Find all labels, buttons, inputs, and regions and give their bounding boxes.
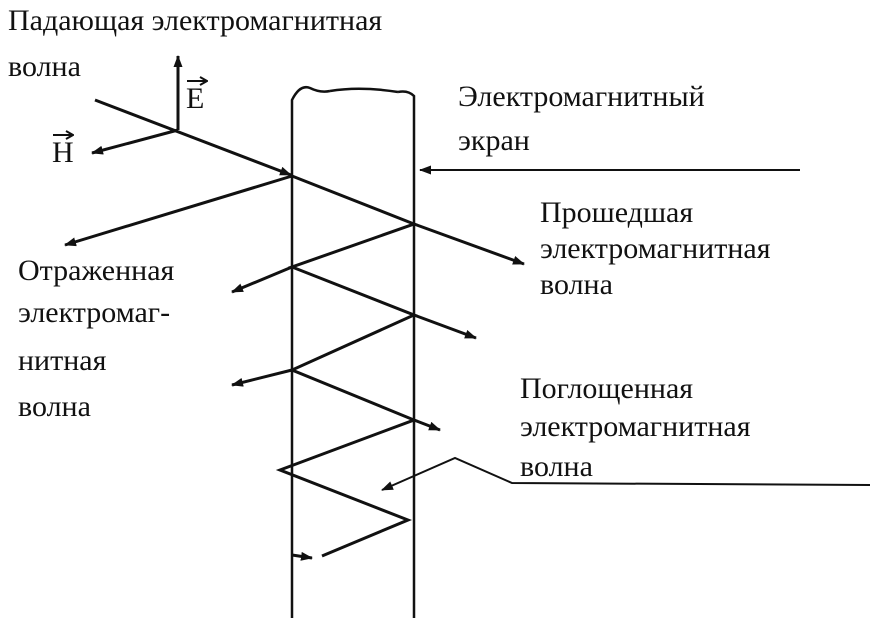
screen-label-line-1: Электромагнитный: [458, 80, 705, 113]
absorbed-leader: [381, 456, 871, 491]
screen-label-line-2: экран: [458, 124, 530, 157]
transmitted-ray-3: [413, 418, 441, 432]
reflected-ray-3: [231, 368, 293, 387]
shield-slab: [290, 86, 416, 618]
incident-ray: [94, 98, 292, 177]
h-vector-label: H: [52, 130, 74, 169]
reflected-rays: [64, 174, 313, 561]
leader-lines: [381, 165, 871, 491]
reflected-ray-2: [231, 265, 293, 294]
shield-front-face: [290, 86, 331, 618]
reflected-ray-4: [291, 551, 313, 561]
incident-wave-label-line-2: волна: [8, 50, 81, 83]
e-vector-label: E: [186, 76, 208, 115]
transmitted-ray-1: [413, 222, 525, 266]
h-vector-arrow: [91, 128, 179, 155]
e-vector-letter: E: [186, 82, 205, 115]
reflected-wave-label-line-1: Отраженная: [18, 254, 175, 287]
absorbed-wave-label-line-3: волна: [520, 450, 593, 483]
vector-bar-icon: [53, 130, 74, 140]
transmitted-wave-label-line-3: волна: [540, 268, 613, 301]
reflected-wave-label-line-4: волна: [18, 390, 91, 423]
reflected-ray-1: [64, 174, 293, 247]
incident-wave: [91, 55, 292, 177]
vector-bar-icon: [187, 76, 208, 86]
reflected-wave-label-line-3: нитная: [18, 344, 107, 377]
transmitted-wave-label-line-2: электромагнитная: [540, 232, 771, 265]
reflected-wave-label-line-2: электромаг-: [18, 296, 171, 329]
transmitted-rays: [413, 222, 525, 432]
h-vector-letter: H: [52, 136, 74, 169]
shield-back-face: [397, 90, 416, 618]
incident-wave-label-line-1: Падающая электромагнитная: [8, 4, 383, 37]
absorbed-wave-label-line-2: электромагнитная: [520, 410, 751, 443]
internal-reflections: [275, 174, 419, 558]
shield-top-edge: [329, 87, 399, 94]
transmitted-wave-label-line-1: Прошедшая: [540, 196, 694, 229]
internal-zigzag: [275, 174, 419, 558]
transmitted-ray-2: [413, 313, 477, 340]
absorbed-wave-label-line-1: Поглощенная: [520, 372, 694, 405]
